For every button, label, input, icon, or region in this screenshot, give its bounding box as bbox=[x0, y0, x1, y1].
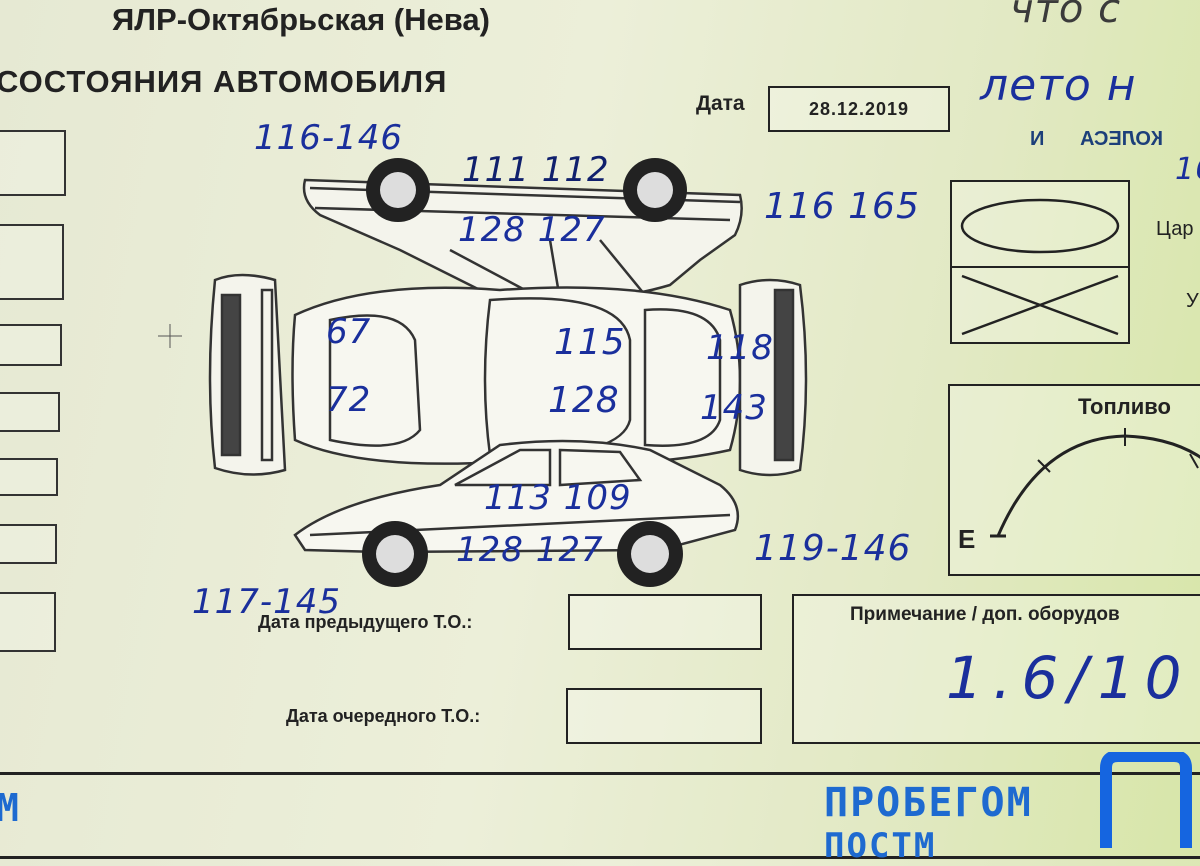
footer-stamp-line2: ПОСТМ bbox=[824, 826, 937, 866]
next-service-label: Дата очередного Т.О.: bbox=[286, 706, 481, 726]
corner-logo-icon bbox=[1100, 752, 1192, 848]
fuel-gauge-arc bbox=[990, 428, 1200, 538]
tread-hood-top: 118 bbox=[706, 328, 774, 368]
divider-line-1 bbox=[0, 772, 1200, 775]
checklist-box-5 bbox=[0, 458, 58, 496]
divider-line-2 bbox=[0, 856, 1200, 859]
checklist-box-3 bbox=[0, 324, 62, 366]
notes-handwritten-value: 1.6/10 bbox=[946, 644, 1192, 712]
fuel-label: Топливо bbox=[1078, 394, 1171, 419]
tread-trunk-top: 67 bbox=[326, 312, 372, 352]
checklist-box-2 bbox=[0, 224, 64, 300]
wheels-label-i: И bbox=[1030, 128, 1045, 150]
next-service-field[interactable] bbox=[566, 688, 762, 744]
tread-roof-upper: 111 112 bbox=[462, 150, 610, 190]
section-title: СОСТОЯНИЯ АВТОМОБИЛЯ bbox=[0, 64, 448, 99]
wheel-icons bbox=[362, 158, 687, 587]
tread-roof-rear: 116-146 bbox=[254, 118, 404, 158]
date-label: Дата bbox=[696, 92, 745, 115]
wheels-label-u: У bbox=[1186, 290, 1199, 312]
notes-box[interactable]: Примечание / доп. оборудов 1.6/10 bbox=[792, 594, 1200, 744]
fuel-empty-mark: E bbox=[958, 524, 976, 554]
footer-stamp-line1: ПРОБЕГОМ bbox=[824, 780, 1033, 826]
tread-trunk-bottom: 72 bbox=[326, 380, 372, 420]
tread-roof-lower: 128 127 bbox=[458, 210, 606, 250]
ellipse-icon bbox=[960, 198, 1120, 254]
car-damage-diagram bbox=[208, 158, 808, 587]
tread-hood-bottom: 143 bbox=[700, 388, 768, 428]
handwritten-note-wheels: 16 bbox=[1175, 152, 1200, 187]
prev-service-field[interactable] bbox=[568, 594, 762, 650]
wheels-label-mirrored: КОЛЕСА bbox=[1080, 128, 1164, 150]
checklist-box-6 bbox=[0, 524, 57, 564]
wheel-type-box-winter bbox=[950, 266, 1130, 344]
cross-icon bbox=[961, 274, 1119, 336]
tread-roof-center-bottom: 128 bbox=[548, 380, 620, 421]
dealer-name: ЯЛР-Октябрьская (Нева) bbox=[112, 2, 490, 37]
prev-service-label: Дата предыдущего Т.О.: bbox=[258, 612, 473, 632]
wheels-label-cap: Цар bbox=[1156, 218, 1194, 240]
date-value: 28.12.2019 bbox=[808, 98, 910, 119]
notes-label: Примечание / доп. оборудов bbox=[850, 604, 1120, 625]
tread-side-rear: 117-145 bbox=[192, 582, 342, 622]
fuel-gauge-panel: Топливо E bbox=[948, 384, 1200, 576]
crosshair-icon bbox=[158, 324, 182, 348]
tread-side-lower: 128 127 bbox=[456, 530, 604, 570]
wheel-type-box-summer bbox=[950, 180, 1130, 268]
tread-roof-center-top: 115 bbox=[554, 322, 626, 363]
handwritten-note-season: лето н bbox=[980, 60, 1137, 111]
checklist-box-7 bbox=[0, 592, 56, 652]
checklist-box-4 bbox=[0, 392, 60, 432]
tread-side-front: 119-146 bbox=[754, 528, 912, 569]
tread-roof-front: 116 165 bbox=[764, 186, 920, 227]
date-field: 28.12.2019 bbox=[768, 86, 950, 132]
checklist-box-1 bbox=[0, 130, 66, 196]
footer-left-fragment: M bbox=[0, 786, 21, 830]
tread-side-upper: 113 109 bbox=[484, 478, 632, 518]
handwritten-note-top: что с bbox=[1010, 0, 1122, 32]
